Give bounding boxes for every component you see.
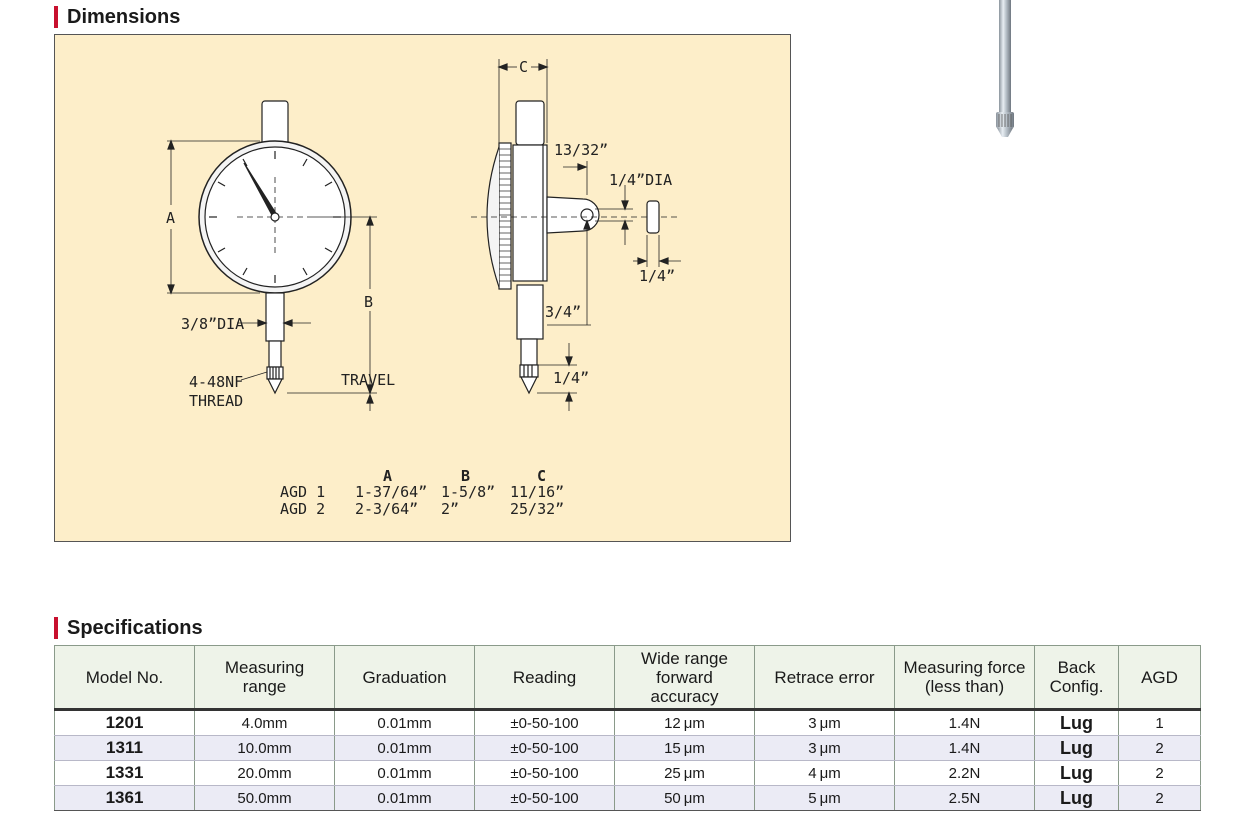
table-row: 1331 20.0mm 0.01mm ±0-50-100 25 μm 4 μm … [54, 760, 1201, 786]
dimensions-drawing-panel: A B 3/8”DIA 4-48NF THREAD TRAVEL [54, 34, 791, 542]
cell-range: 50.0mm [194, 785, 335, 811]
dim-label-a: A [166, 209, 175, 227]
cell-force: 1.4N [894, 709, 1035, 736]
cell-back: Lug [1034, 785, 1119, 811]
cell-wide: 15 μm [614, 735, 755, 761]
cell-back: Lug [1034, 709, 1119, 736]
agd-dimension-table: A B C AGD 1 1-37/64” 1-5/8” 11/16” AGD 2… [280, 467, 564, 518]
cell-reading: ±0-50-100 [474, 709, 615, 736]
agd-col-a: A [383, 467, 392, 485]
dim-label-14-lug: 1/4” [639, 267, 675, 285]
agd-row-a: 2-3/64” [355, 500, 418, 518]
agd-row-name: AGD 1 [280, 483, 325, 501]
cell-wide: 25 μm [614, 760, 755, 786]
cell-force: 1.4N [894, 735, 1035, 761]
cell-reading: ±0-50-100 [474, 735, 615, 761]
agd-row-c: 11/16” [510, 483, 564, 501]
header-force: Measuring force(less than) [894, 645, 1035, 711]
cell-wide: 50 μm [614, 785, 755, 811]
front-view-indicator [167, 100, 377, 411]
specifications-heading: Specifications [54, 617, 203, 639]
agd-row-a: 1-37/64” [355, 483, 427, 501]
cell-retrace: 5 μm [754, 785, 895, 811]
cell-model: 1361 [54, 785, 195, 811]
cell-back: Lug [1034, 735, 1119, 761]
cell-reading: ±0-50-100 [474, 785, 615, 811]
cell-force: 2.5N [894, 785, 1035, 811]
cell-retrace: 3 μm [754, 709, 895, 736]
cell-force: 2.2N [894, 760, 1035, 786]
agd-row-c: 25/32” [510, 500, 564, 518]
header-agd: AGD [1118, 645, 1201, 711]
dim-label-travel: TRAVEL [341, 371, 395, 389]
agd-row-name: AGD 2 [280, 500, 325, 518]
cell-graduation: 0.01mm [334, 735, 475, 761]
dimensions-heading: Dimensions [54, 6, 180, 28]
dim-label-38-dia: 3/8”DIA [181, 315, 244, 333]
cell-model: 1331 [54, 760, 195, 786]
header-reading: Reading [474, 645, 615, 711]
agd-col-c: C [537, 467, 546, 485]
agd-row-b: 1-5/8” [441, 483, 495, 501]
cell-retrace: 4 μm [754, 760, 895, 786]
table-row: 1201 4.0mm 0.01mm ±0-50-100 12 μm 3 μm 1… [54, 709, 1201, 736]
cell-agd: 1 [1118, 709, 1201, 736]
dim-label-14-dia: 1/4”DIA [609, 171, 672, 189]
agd-row-b: 2” [441, 500, 459, 518]
spindle-image [996, 0, 1014, 137]
cell-graduation: 0.01mm [334, 785, 475, 811]
cell-agd: 2 [1118, 735, 1201, 761]
side-view-indicator [471, 59, 681, 411]
table-row: 1361 50.0mm 0.01mm ±0-50-100 50 μm 5 μm … [54, 785, 1201, 811]
header-model: Model No. [54, 645, 195, 711]
cell-model: 1201 [54, 709, 195, 736]
cell-graduation: 0.01mm [334, 760, 475, 786]
cell-agd: 2 [1118, 760, 1201, 786]
dimension-drawing: A B 3/8”DIA 4-48NF THREAD TRAVEL [166, 58, 681, 518]
cell-range: 4.0mm [194, 709, 335, 736]
cell-range: 10.0mm [194, 735, 335, 761]
cell-back: Lug [1034, 760, 1119, 786]
cell-reading: ±0-50-100 [474, 760, 615, 786]
header-graduation: Graduation [334, 645, 475, 711]
table-row: 1311 10.0mm 0.01mm ±0-50-100 15 μm 3 μm … [54, 735, 1201, 761]
dim-label-14-travel: 1/4” [553, 369, 589, 387]
header-retrace: Retrace error [754, 645, 895, 711]
cell-model: 1311 [54, 735, 195, 761]
dim-label-b: B [364, 293, 373, 311]
dim-label-c: C [519, 58, 528, 76]
cell-range: 20.0mm [194, 760, 335, 786]
agd-col-b: B [461, 467, 470, 485]
dim-label-13-32: 13/32” [554, 141, 608, 159]
dim-label-thread-2: THREAD [189, 392, 243, 410]
dim-label-thread-1: 4-48NF [189, 373, 243, 391]
cell-agd: 2 [1118, 785, 1201, 811]
cell-retrace: 3 μm [754, 735, 895, 761]
cell-graduation: 0.01mm [334, 709, 475, 736]
cell-wide: 12 μm [614, 709, 755, 736]
dim-label-34: 3/4” [545, 303, 581, 321]
